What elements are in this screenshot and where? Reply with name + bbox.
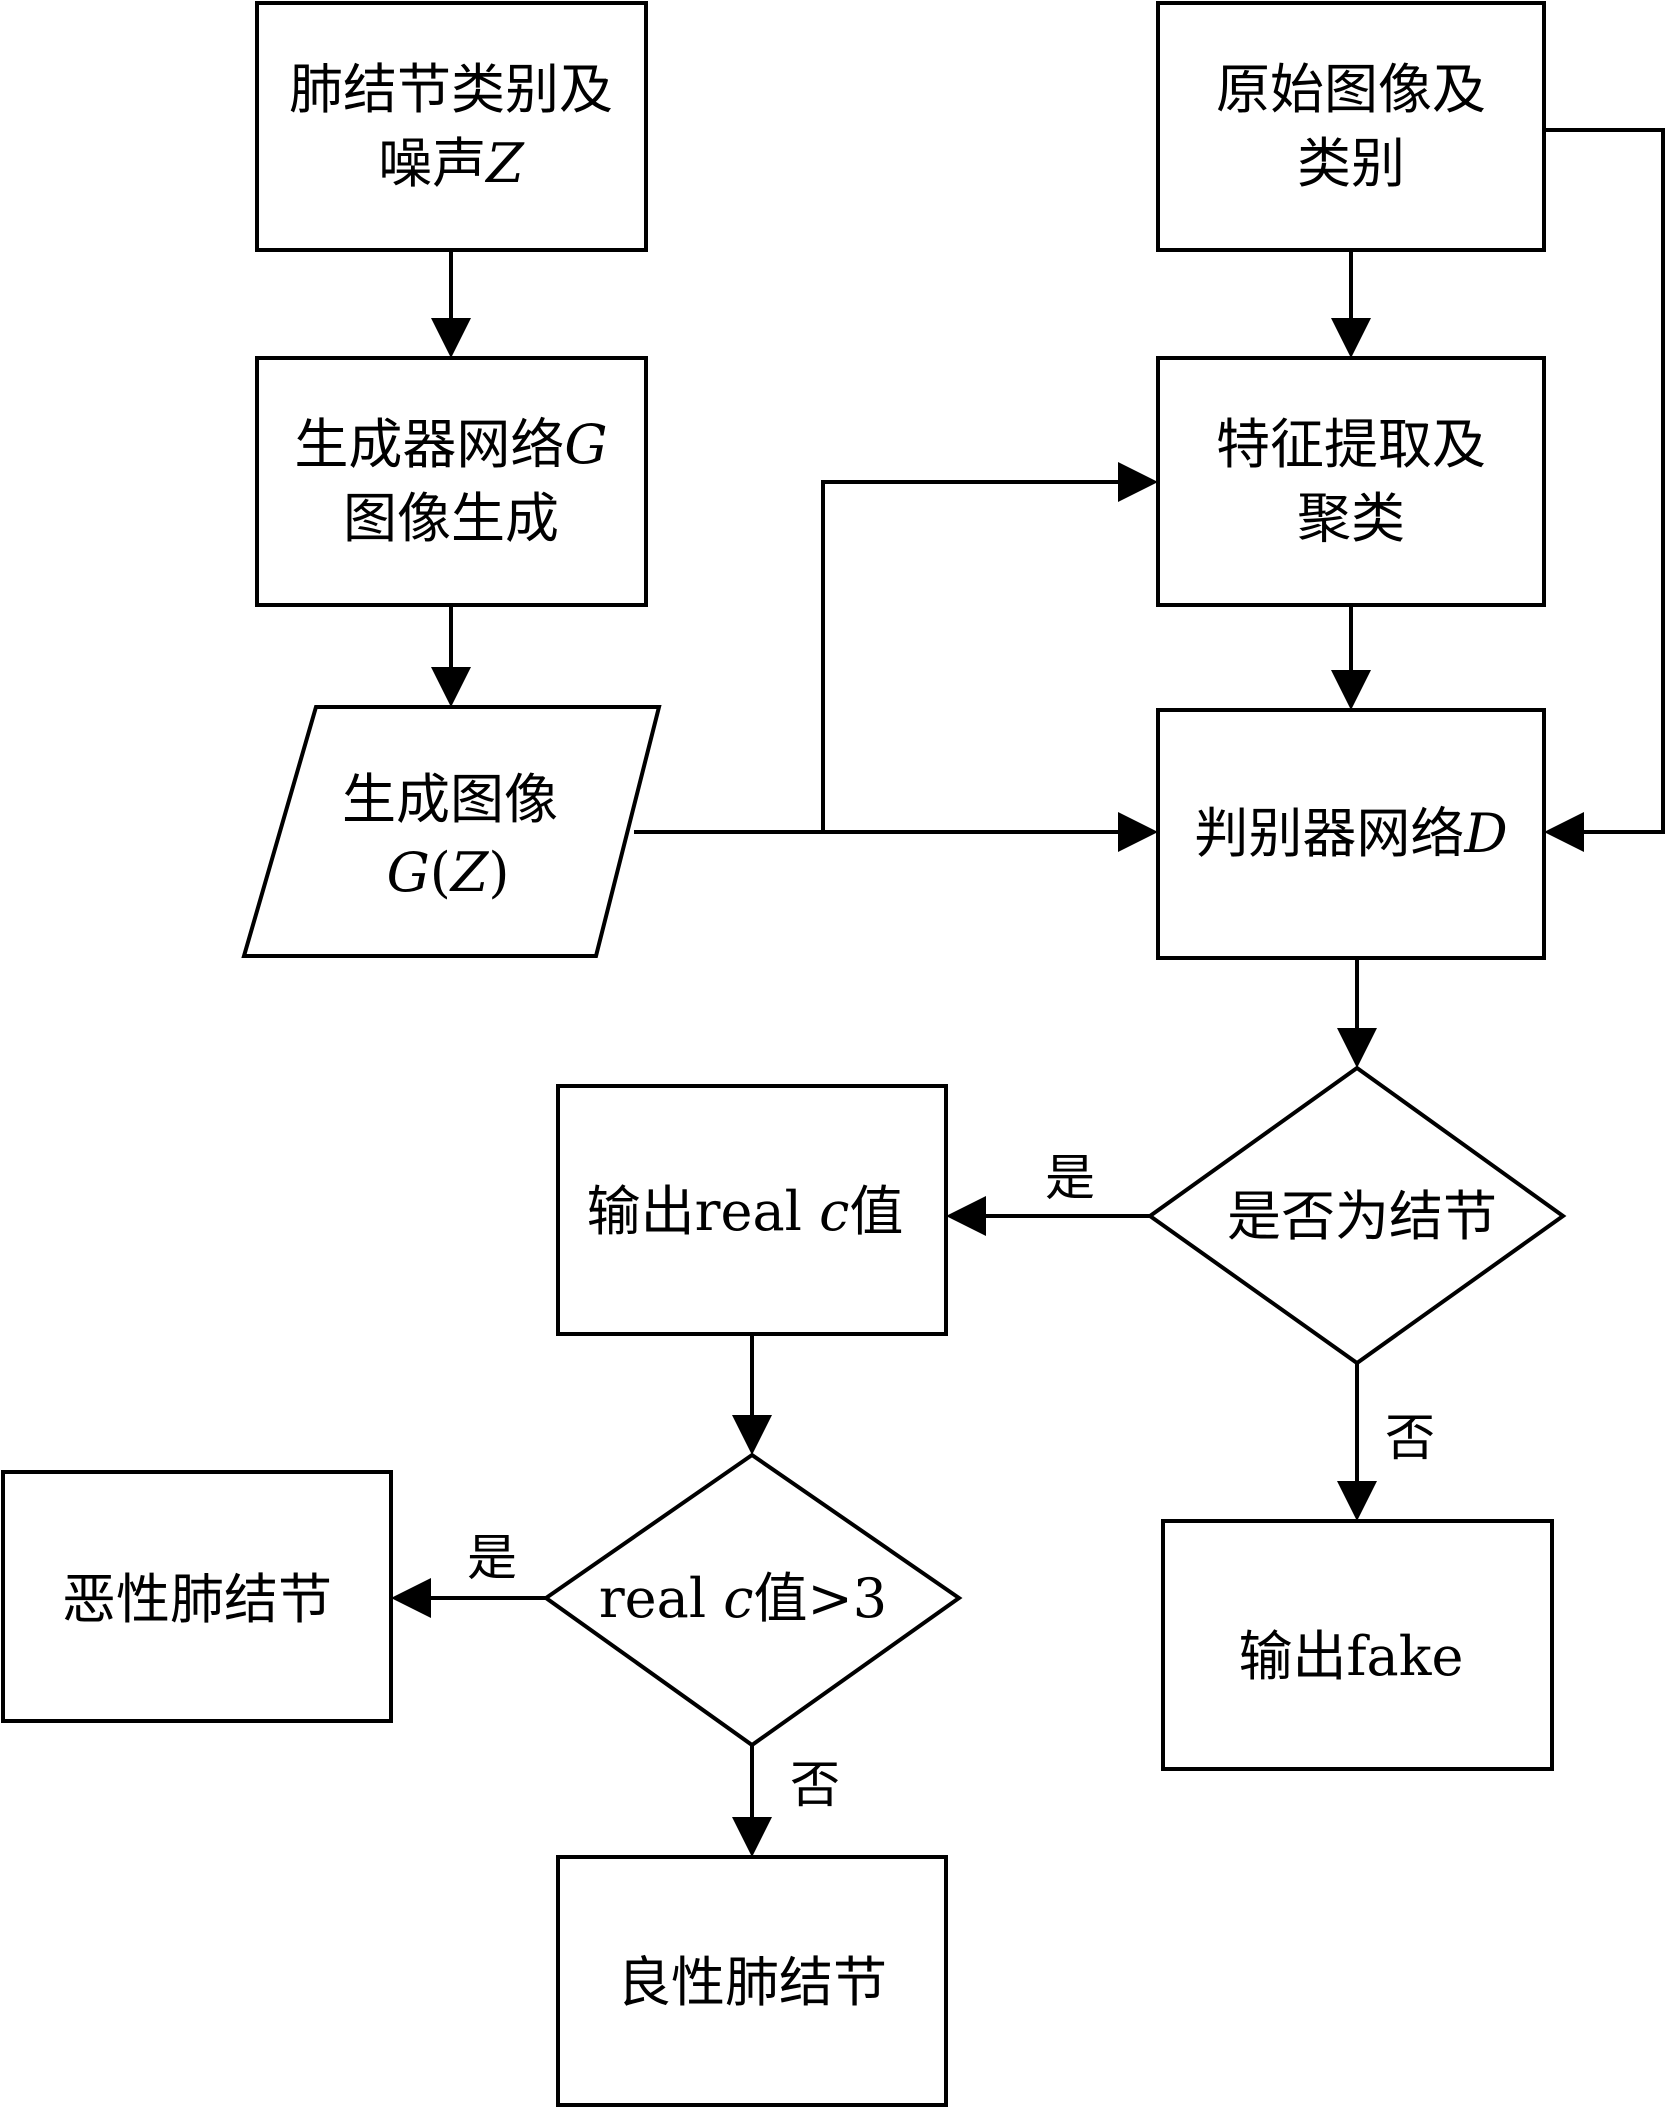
generator-box bbox=[255, 356, 648, 607]
generated-image-parallelogram bbox=[241, 705, 662, 958]
generator-line1: 生成器网络G bbox=[294, 413, 607, 476]
feature-box bbox=[1156, 356, 1546, 607]
output-real-suffix: 值 bbox=[849, 1180, 903, 1243]
edge-label-no-nodule: 否 bbox=[1385, 1409, 1435, 1467]
generated-line1: 生成图像 bbox=[342, 768, 558, 831]
output-real-label: 输出real bbox=[587, 1180, 819, 1243]
generated-line2: G(Z) bbox=[387, 841, 510, 904]
edge-label-no-c: 否 bbox=[790, 1756, 840, 1814]
decision-c-label: real bbox=[599, 1567, 723, 1630]
output-real-var: c bbox=[819, 1180, 849, 1243]
malignant-text: 恶性肺结节 bbox=[62, 1568, 332, 1631]
benign-box bbox=[556, 1855, 948, 2107]
output-real-box bbox=[556, 1084, 948, 1336]
output-real-text: 输出real c值 bbox=[587, 1180, 904, 1243]
original-image-box bbox=[1156, 1, 1546, 252]
decision-c-var: c bbox=[723, 1567, 753, 1630]
decision-nodule-text: 是否为结节 bbox=[1227, 1185, 1497, 1248]
input-noise-line1: 肺结节类别及 bbox=[289, 58, 613, 121]
connectors bbox=[391, 128, 1665, 1857]
input-noise-line2: 噪声Z bbox=[378, 132, 525, 195]
input-noise-var: Z bbox=[484, 132, 525, 195]
discriminator-var: D bbox=[1463, 802, 1507, 865]
original-line1: 原始图像及 bbox=[1216, 58, 1486, 121]
decision-c-suffix: 值>3 bbox=[754, 1567, 888, 1630]
decision-c-text: real c值>3 bbox=[599, 1567, 887, 1630]
generated-g: G bbox=[387, 841, 430, 904]
original-line2: 类别 bbox=[1297, 132, 1405, 195]
output-fake-box bbox=[1161, 1519, 1554, 1771]
edge-label-yes-nodule: 是 bbox=[1045, 1149, 1095, 1207]
input-noise-box bbox=[255, 1, 648, 252]
benign-text: 良性肺结节 bbox=[617, 1951, 887, 2014]
generator-label: 生成器网络 bbox=[294, 413, 564, 476]
discriminator-box bbox=[1156, 708, 1546, 960]
generator-var: G bbox=[564, 413, 607, 476]
output-fake-text: 输出fake bbox=[1239, 1625, 1464, 1688]
generated-z: Z bbox=[449, 841, 490, 904]
generated-close: ) bbox=[488, 841, 509, 904]
discriminator-text: 判别器网络D bbox=[1194, 802, 1507, 865]
feature-line1: 特征提取及 bbox=[1216, 413, 1486, 476]
discriminator-label: 判别器网络 bbox=[1194, 802, 1464, 865]
generator-line2: 图像生成 bbox=[343, 487, 559, 550]
malignant-box bbox=[1, 1470, 393, 1723]
input-noise-label: 噪声 bbox=[378, 132, 486, 195]
edge-label-yes-c: 是 bbox=[467, 1529, 517, 1587]
generated-open: ( bbox=[430, 841, 451, 904]
feature-line2: 聚类 bbox=[1297, 487, 1405, 550]
